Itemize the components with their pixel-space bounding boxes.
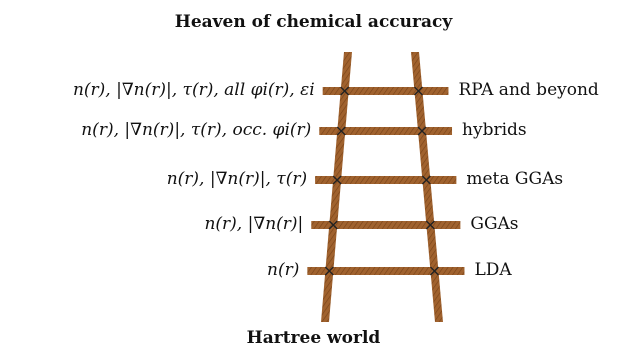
bottom-title: Hartree world [0, 328, 627, 348]
rung-ingredients-label: n(r), |∇n(r)|, τ(r), all φi(r), εi [73, 80, 315, 100]
rung-functional-label: hybrids [462, 120, 527, 140]
ladder-rung [307, 267, 464, 275]
rung-functional-label: meta GGAs [466, 169, 563, 189]
rung-ingredients-label: n(r), |∇n(r)| [204, 214, 303, 234]
rung-ingredients-label: n(r) [267, 260, 299, 280]
rung-functional-label: RPA and beyond [458, 80, 598, 100]
rung-functional-label: LDA [474, 260, 511, 280]
rung-ingredients-label: n(r), |∇n(r)|, τ(r), occ. φi(r) [81, 120, 311, 140]
rung-functional-label: GGAs [470, 214, 518, 234]
rung-ingredients-label: n(r), |∇n(r)|, τ(r) [167, 169, 307, 189]
